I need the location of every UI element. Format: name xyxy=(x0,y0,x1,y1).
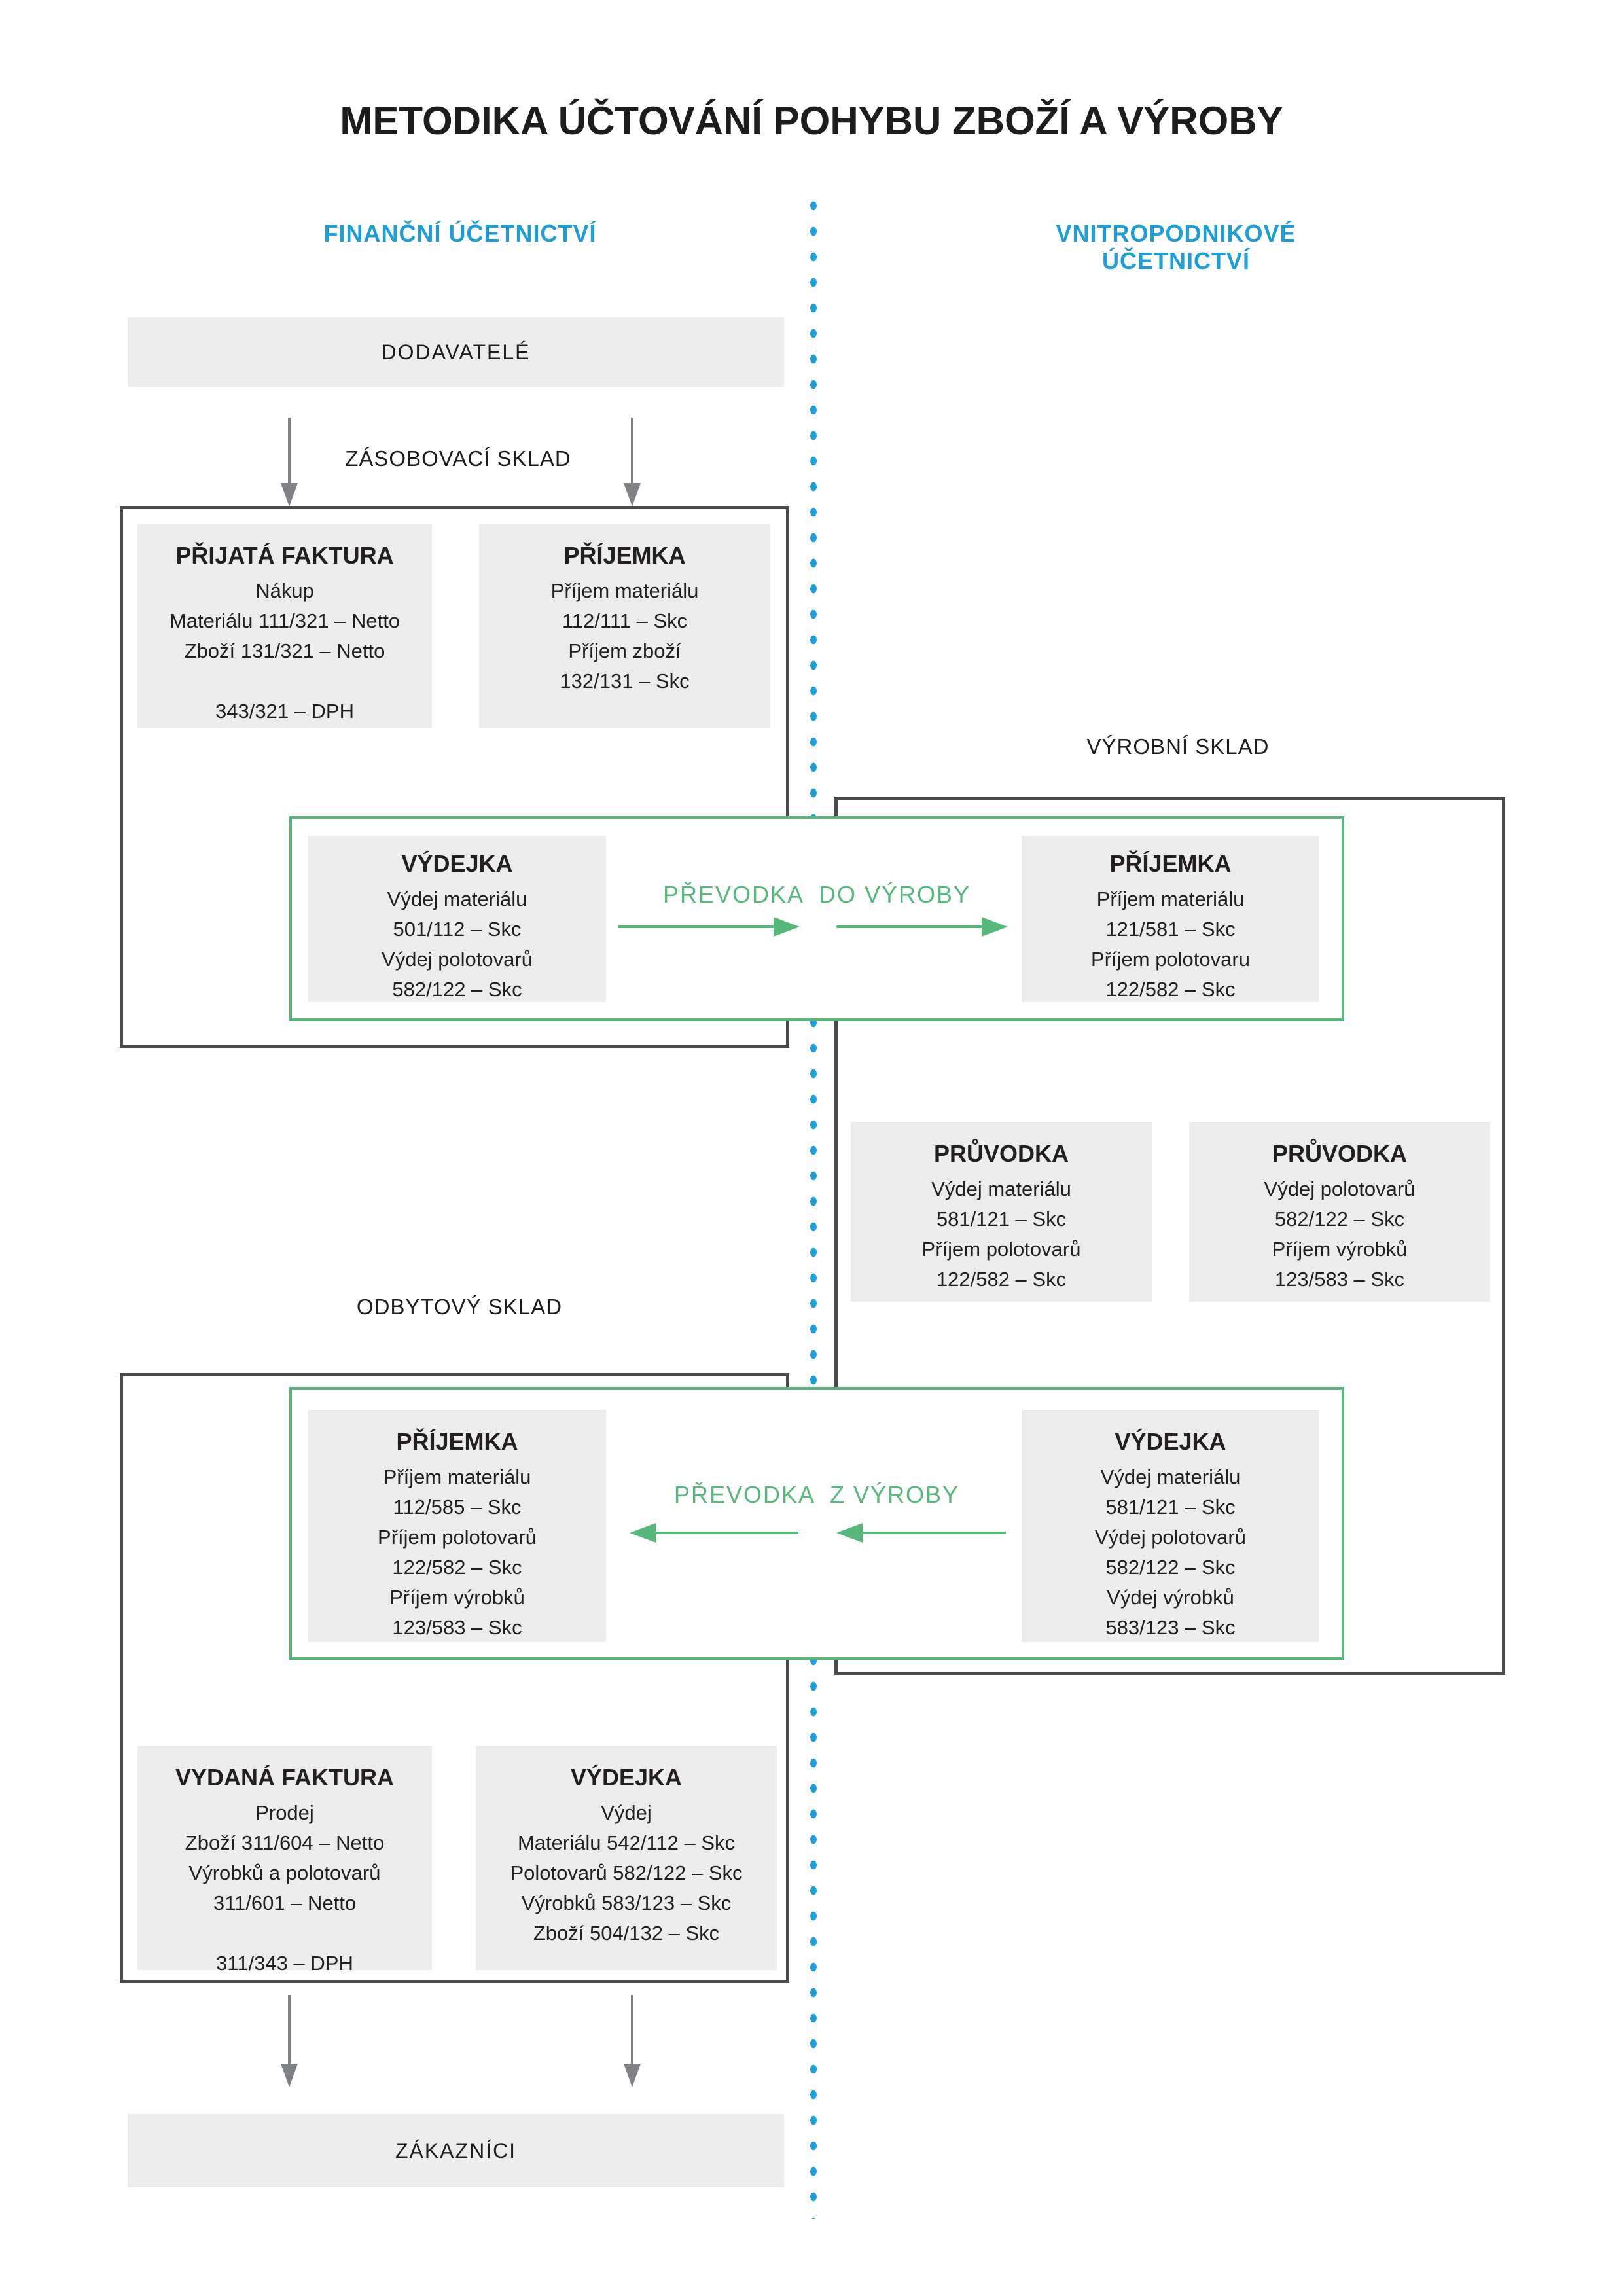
box-line: 582/122 – Skc xyxy=(1274,1208,1405,1230)
dodavatele-box: DODAVATELÉ xyxy=(128,317,784,387)
box-line: Zboží 311/604 – Netto xyxy=(185,1831,385,1854)
box-line: 501/112 – Skc xyxy=(393,918,522,941)
zakaznici-box: ZÁKAZNÍCI xyxy=(128,2114,784,2187)
box-line: 122/582 – Skc xyxy=(392,1556,522,1579)
box-line: Příjem výrobků xyxy=(389,1586,525,1609)
zakaznici-label: ZÁKAZNÍCI xyxy=(395,2139,517,2162)
box-line: Příjem polotovaru xyxy=(1091,948,1250,971)
box-title: PRŮVODKA xyxy=(933,1140,1069,1167)
box-line: Materiálu 542/112 – Skc xyxy=(517,1831,735,1854)
box-line: 121/581 – Skc xyxy=(1105,918,1236,941)
page-title: METODIKA ÚČTOVÁNÍ POHYBU ZBOŽÍ A VÝROBY xyxy=(340,99,1283,143)
box-line: Prodej xyxy=(255,1801,314,1824)
box-line: 112/585 – Skc xyxy=(393,1496,522,1518)
box-title: VYDANÁ FAKTURA xyxy=(175,1764,394,1791)
box-line: 581/121 – Skc xyxy=(936,1208,1067,1230)
box-title: PŘÍJEMKA xyxy=(563,542,686,569)
box-line: Výdej materiálu xyxy=(1100,1465,1241,1488)
box-line: Výdej xyxy=(601,1801,652,1824)
box-title: VÝDEJKA xyxy=(570,1764,683,1791)
box-line: 582/122 – Skc xyxy=(1105,1556,1236,1579)
box-line: Výdej materiálu xyxy=(387,888,527,910)
box-line: Příjem výrobků xyxy=(1272,1238,1408,1261)
prijemka-odbytovy-box: PŘÍJEMKA Příjem materiálu 112/585 – Skc … xyxy=(308,1410,606,1642)
box-line: 123/583 – Skc xyxy=(392,1616,522,1639)
transfer-arrow-right-1 xyxy=(618,917,800,937)
box-line: 582/122 – Skc xyxy=(392,978,522,1001)
box-line: Výdej polotovarů xyxy=(1095,1526,1246,1549)
arrow-down-left-bottom xyxy=(281,1995,298,2087)
box-line: Příjem zboží xyxy=(568,639,681,662)
box-line: 311/343 – DPH xyxy=(216,1952,353,1975)
column-header-financni: FINANČNÍ ÚČETNICTVÍ xyxy=(323,220,597,247)
prevodka-do-vyroby-frame: VÝDEJKA Výdej materiálu 501/112 – Skc Vý… xyxy=(289,816,1344,1021)
box-line: Výrobků a polotovarů xyxy=(188,1861,381,1884)
box-line: 311/601 – Netto xyxy=(213,1892,357,1914)
transfer-arrow-left-2 xyxy=(836,1523,1006,1543)
transfer-arrow-left-1 xyxy=(630,1523,798,1543)
dodavatele-label: DODAVATELÉ xyxy=(381,340,531,364)
box-line: Příjem materiálu xyxy=(550,579,699,602)
box-line: Zboží 504/132 – Skc xyxy=(533,1922,720,1945)
zasobovaci-sklad-container xyxy=(120,506,789,1048)
box-line: Příjem polotovarů xyxy=(378,1526,537,1549)
vydejka-z-vyroby-box: VÝDEJKA Výdej materiálu 581/121 – Skc Vý… xyxy=(1022,1410,1319,1642)
box-line: Výdej polotovarů xyxy=(382,948,533,971)
vyrobni-sklad-label: VÝROBNÍ SKLAD xyxy=(1086,734,1270,759)
vydana-faktura-box: VYDANÁ FAKTURA Prodej Zboží 311/604 – Ne… xyxy=(137,1746,432,1975)
box-line: 343/321 – DPH xyxy=(215,700,354,723)
box-line: 123/583 – Skc xyxy=(1274,1268,1405,1291)
transfer-arrow-right-2 xyxy=(836,917,1008,937)
box-title: PŘÍJEMKA xyxy=(1109,850,1232,877)
box-line: Výrobků 583/123 – Skc xyxy=(521,1892,732,1914)
zasobovaci-sklad-label: ZÁSOBOVACÍ SKLAD xyxy=(345,446,571,471)
prevodka-z-vyroby-label: PŘEVODKA Z VÝROBY xyxy=(673,1481,960,1508)
box-line: Nákup xyxy=(255,579,314,602)
vydejka-do-vyroby-box: VÝDEJKA Výdej materiálu 501/112 – Skc Vý… xyxy=(308,836,606,1002)
box-title: PRŮVODKA xyxy=(1272,1140,1407,1167)
box-title: VÝDEJKA xyxy=(401,850,513,877)
box-line: Výdej polotovarů xyxy=(1264,1177,1416,1200)
box-line: Materiálu 111/321 – Netto xyxy=(169,609,401,632)
box-line xyxy=(137,666,432,696)
prijemka-zasobovaci-box: PŘÍJEMKA Příjem materiálu 112/111 – Skc … xyxy=(479,524,770,728)
divider-dotted-line xyxy=(810,193,817,2219)
odbytovy-sklad-container xyxy=(120,1373,789,1983)
prevodka-do-vyroby-label: PŘEVODKA DO VÝROBY xyxy=(662,881,971,908)
column-header-vnitropodnikove: VNITROPODNIKOVÉ ÚČETNICTVÍ xyxy=(1056,220,1296,274)
prijemka-vyrobni-box: PŘÍJEMKA Příjem materiálu 121/581 – Skc … xyxy=(1022,836,1319,1002)
box-line: Zboží 131/321 – Netto xyxy=(184,639,385,662)
prijata-faktura-box: PŘIJATÁ FAKTURA Nákup Materiálu 111/321 … xyxy=(137,524,432,728)
box-line: 122/582 – Skc xyxy=(936,1268,1067,1291)
box-title: VÝDEJKA xyxy=(1115,1428,1226,1455)
vyrobni-sklad-container xyxy=(834,797,1505,1675)
box-line: Příjem polotovarů xyxy=(921,1238,1081,1261)
arrow-down-right-top xyxy=(624,418,641,507)
box-line: 132/131 – Skc xyxy=(560,670,690,692)
box-line: Výdej materiálu xyxy=(931,1177,1071,1200)
box-line: Výdej výrobků xyxy=(1107,1586,1234,1609)
box-title: PŘÍJEMKA xyxy=(396,1428,518,1455)
vydejka-zakaznici-box: VÝDEJKA Výdej Materiálu 542/112 – Skc Po… xyxy=(476,1746,777,1970)
box-line: 583/123 – Skc xyxy=(1105,1616,1236,1639)
odbytovy-sklad-label: ODBYTOVÝ SKLAD xyxy=(356,1295,563,1319)
prevodka-z-vyroby-frame: PŘÍJEMKA Příjem materiálu 112/585 – Skc … xyxy=(289,1387,1344,1660)
box-title: PŘIJATÁ FAKTURA xyxy=(175,542,394,569)
box-line: Příjem materiálu xyxy=(1096,888,1245,910)
box-line: 112/111 – Skc xyxy=(562,609,688,632)
box-line xyxy=(137,1918,432,1948)
pruvodka-1-box: PRŮVODKA Výdej materiálu 581/121 – Skc P… xyxy=(851,1122,1152,1302)
pruvodka-2-box: PRŮVODKA Výdej polotovarů 582/122 – Skc … xyxy=(1189,1122,1490,1302)
arrow-down-left-top xyxy=(281,418,298,507)
arrow-down-right-bottom xyxy=(624,1995,641,2087)
box-line: Příjem materiálu xyxy=(383,1465,531,1488)
box-line: Polotovarů 582/122 – Skc xyxy=(510,1861,743,1884)
box-line: 122/582 – Skc xyxy=(1105,978,1236,1001)
box-line: 581/121 – Skc xyxy=(1105,1496,1236,1518)
